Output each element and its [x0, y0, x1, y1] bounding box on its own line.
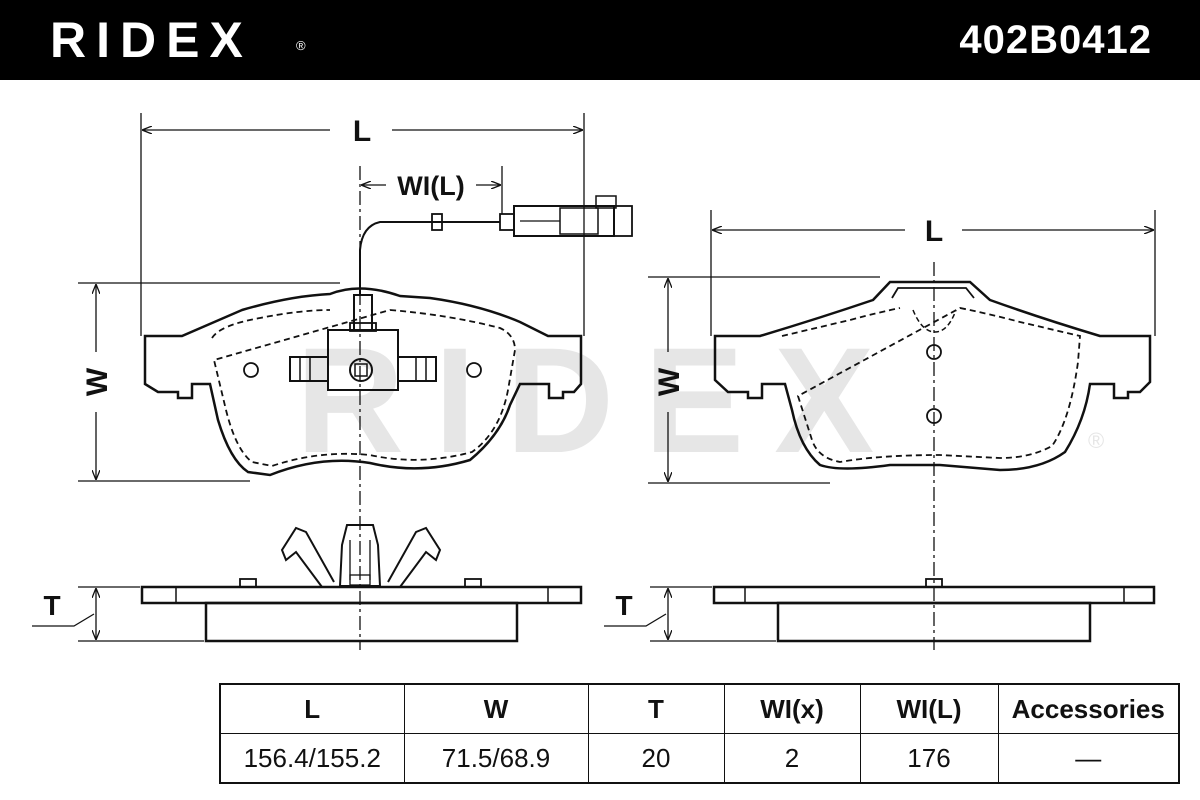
spec-value-thickness: 20	[587, 733, 725, 784]
left-width-label: W	[81, 367, 114, 396]
left-pad-front-view	[143, 287, 583, 477]
right-pad-side-view	[712, 578, 1156, 643]
right-thickness-label: T	[615, 590, 632, 621]
watermark-text: RIDEX	[296, 316, 904, 484]
right-dimensions	[648, 210, 1156, 650]
left-thickness-label: T	[43, 590, 60, 621]
part-number: 402B0412	[959, 18, 1152, 62]
spec-table: L W T WI(x) WI(L) Accessories 156.4/155.…	[219, 683, 1180, 784]
spec-value-accessories: —	[997, 733, 1180, 784]
spec-table-header-row: L W T WI(x) WI(L) Accessories	[219, 683, 1180, 734]
spec-value-wear-indicator-length: 176	[859, 733, 999, 784]
spec-header-wear-indicator-length: WI(L)	[859, 683, 999, 734]
header-bar: RIDEX ® 402B0412	[0, 0, 1200, 80]
brand-logo: RIDEX	[50, 12, 253, 68]
watermark: RIDEX ®	[296, 316, 1104, 484]
left-pad-side-view	[140, 524, 583, 643]
left-thickness-dimension	[32, 586, 204, 642]
watermark-registered-mark: ®	[1088, 428, 1104, 453]
spec-header-wear-indicator-count: WI(x)	[723, 683, 861, 734]
right-width-label: W	[653, 367, 686, 396]
right-length-label: L	[925, 215, 943, 248]
spec-table-value-row: 156.4/155.2 71.5/68.9 20 2 176 —	[219, 733, 1180, 784]
spec-value-wear-indicator-count: 2	[723, 733, 861, 784]
wear-indicator-cable	[359, 195, 633, 296]
wear-indicator-length-label: WI(L)	[397, 171, 464, 201]
technical-drawing: RIDEX ®	[32, 113, 1156, 650]
left-length-label: L	[353, 115, 371, 148]
spec-value-length: 156.4/155.2	[219, 733, 405, 784]
spec-header-accessories: Accessories	[997, 683, 1180, 734]
right-thickness-dimension	[604, 586, 776, 642]
left-dimensions	[78, 113, 585, 650]
brand-registered-mark: ®	[296, 38, 306, 53]
spec-header-width: W	[403, 683, 589, 734]
spec-value-width: 71.5/68.9	[403, 733, 589, 784]
right-pad-front-view	[713, 280, 1152, 472]
spec-header-length: L	[219, 683, 405, 734]
spec-header-thickness: T	[587, 683, 725, 734]
